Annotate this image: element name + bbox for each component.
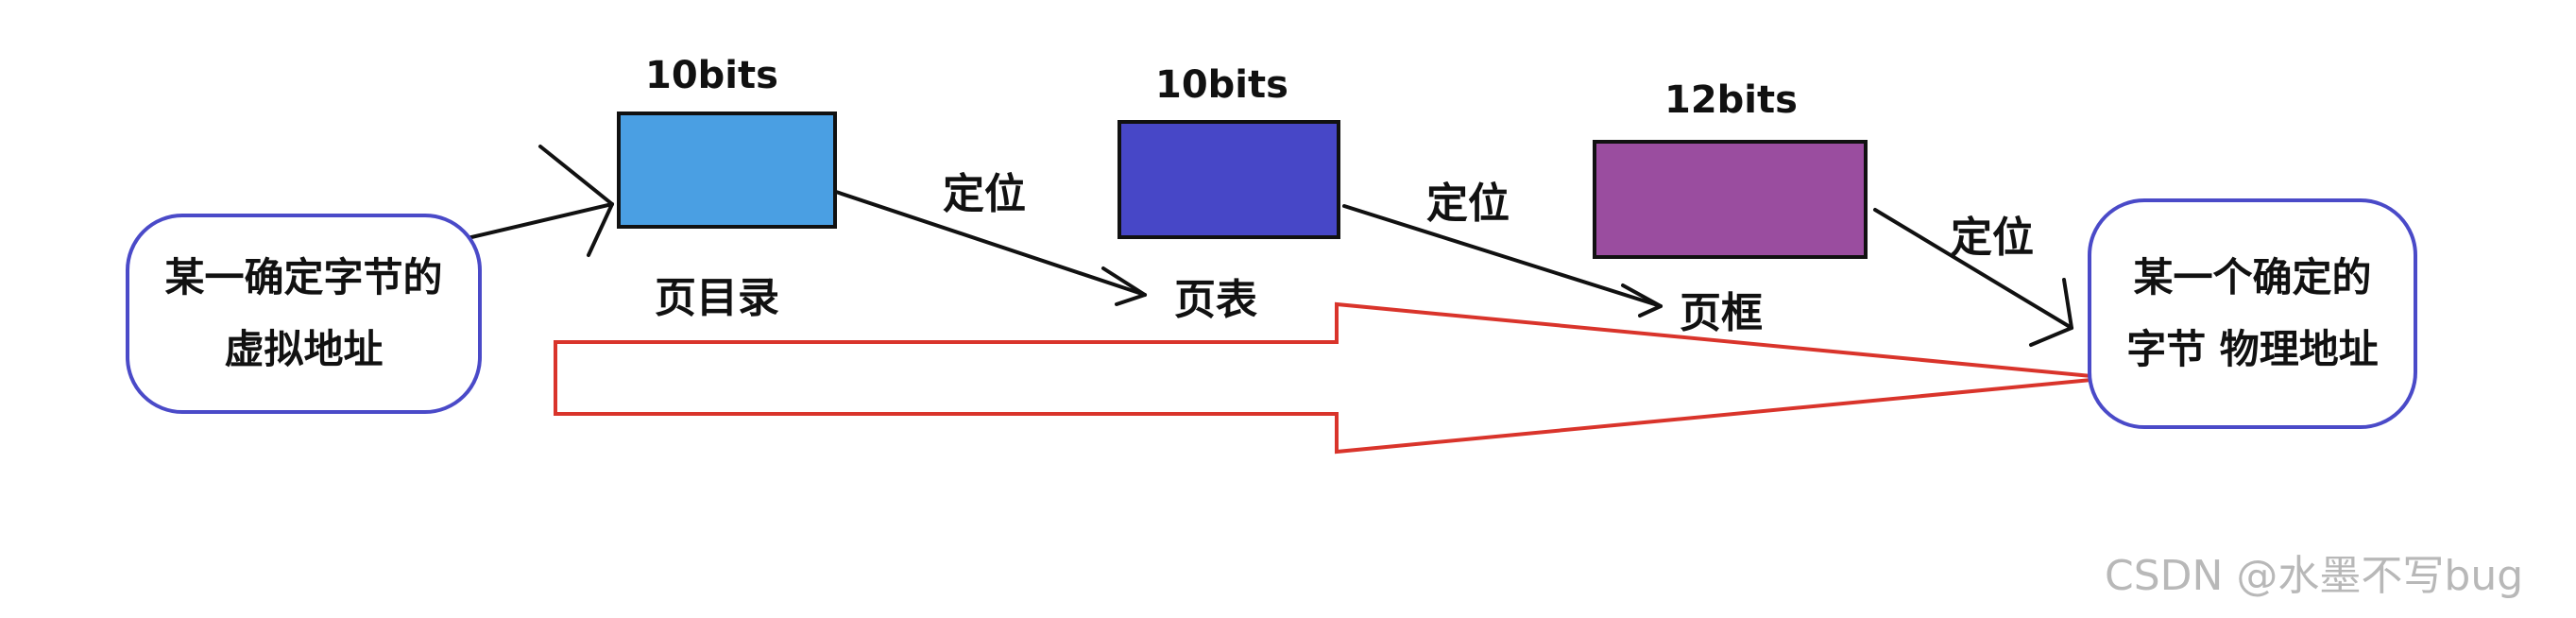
virtual-address-text: 某一确定字节的 虚拟地址 bbox=[164, 242, 442, 386]
table-label: 页表 bbox=[1174, 276, 1257, 324]
physical-address-line2: 字节 物理地址 bbox=[2126, 326, 2379, 372]
directory-label: 页目录 bbox=[655, 274, 779, 322]
locate-label-2: 定位 bbox=[1426, 180, 1510, 228]
arrow-frame-to-physical bbox=[1873, 208, 2073, 347]
locate-label-3: 定位 bbox=[1951, 214, 2034, 262]
big-red-arrow bbox=[554, 301, 2112, 455]
virtual-address-line1: 某一确定字节的 bbox=[164, 254, 443, 300]
directory-field-rect bbox=[617, 112, 837, 229]
locate-label-1: 定位 bbox=[943, 170, 1026, 218]
table-bits-label: 10bits bbox=[1155, 63, 1288, 107]
arrow-table-to-frame bbox=[1342, 204, 1663, 318]
table-field-rect bbox=[1117, 120, 1340, 239]
physical-address-box: 某一个确定的 字节 物理地址 bbox=[2088, 198, 2417, 429]
directory-bits-label: 10bits bbox=[645, 54, 778, 97]
frame-bits-label: 12bits bbox=[1664, 78, 1798, 122]
virtual-address-line2: 虚拟地址 bbox=[224, 326, 384, 372]
arrow-source-to-directory bbox=[466, 145, 614, 257]
physical-address-line1: 某一个确定的 bbox=[2133, 254, 2372, 300]
frame-field-rect bbox=[1593, 140, 1868, 259]
csdn-watermark: CSDN @水墨不写bug bbox=[2105, 552, 2524, 600]
arrow-directory-to-table bbox=[834, 190, 1147, 306]
frame-label: 页框 bbox=[1680, 289, 1763, 337]
physical-address-text: 某一个确定的 字节 物理地址 bbox=[2126, 242, 2379, 386]
virtual-address-box: 某一确定字节的 虚拟地址 bbox=[126, 214, 482, 414]
